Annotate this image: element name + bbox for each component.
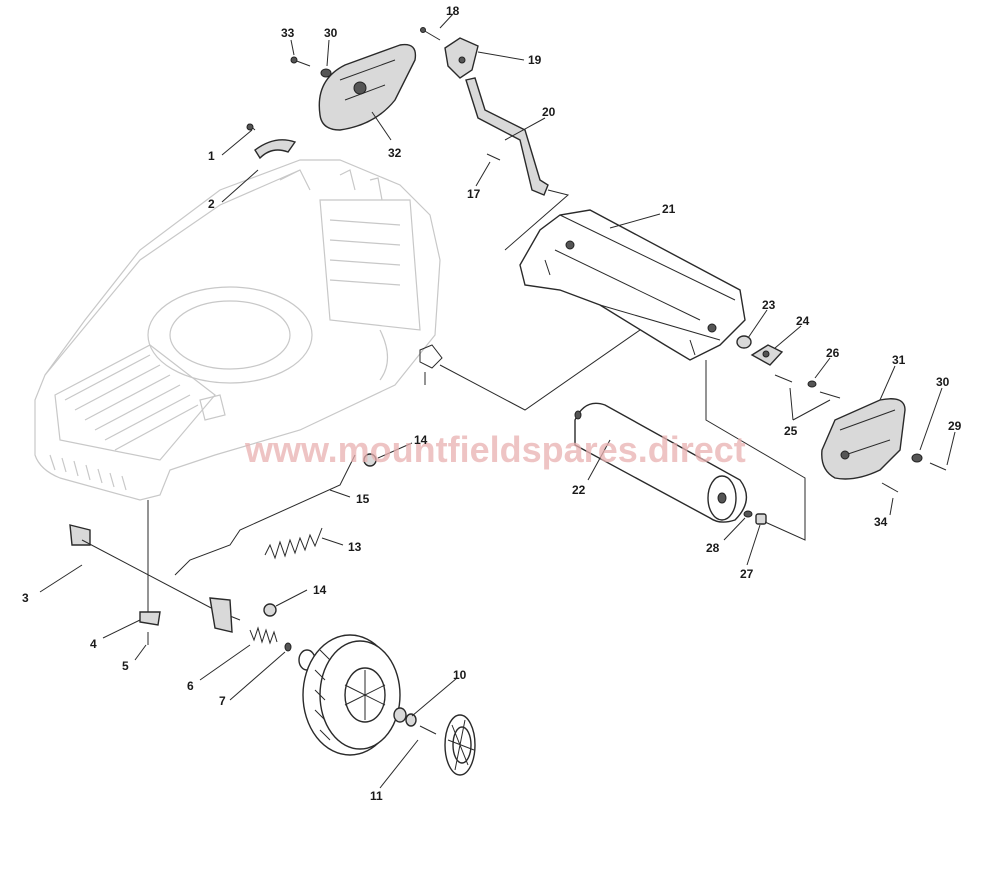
label-3: 3 xyxy=(22,591,29,605)
label-31: 31 xyxy=(892,353,906,367)
part-30-washer-b xyxy=(911,453,923,463)
part-3-front-axle xyxy=(69,524,241,633)
part-14-nut-lower xyxy=(263,603,277,617)
label-7: 7 xyxy=(219,694,226,708)
watermark-text: www.mountfieldspares.direct xyxy=(244,429,746,470)
label-30-right: 30 xyxy=(936,375,950,389)
label-28: 28 xyxy=(706,541,720,555)
label-27: 27 xyxy=(740,567,754,581)
label-34: 34 xyxy=(874,515,888,529)
part-23-bearing xyxy=(736,335,752,349)
label-11: 11 xyxy=(370,789,383,803)
leader-lines xyxy=(39,13,956,789)
part-2-handle-bracket xyxy=(246,123,297,160)
part-10-hub-nut xyxy=(393,707,417,727)
part-7-washer xyxy=(284,642,292,652)
mower-deck xyxy=(34,159,441,501)
hubcap xyxy=(444,714,476,776)
label-33: 33 xyxy=(281,26,295,40)
part-29-screw xyxy=(929,462,947,471)
part-18-screw xyxy=(420,27,441,41)
front-wheel xyxy=(298,634,401,756)
label-10: 10 xyxy=(453,668,467,682)
label-19: 19 xyxy=(528,53,542,67)
part-33-screw xyxy=(290,56,311,67)
part-15-link-rod xyxy=(174,454,356,576)
part-4-clip xyxy=(139,611,161,626)
part-34-screw xyxy=(881,482,899,493)
label-13: 13 xyxy=(348,540,362,554)
part-24-bushing xyxy=(750,344,784,366)
label-18: 18 xyxy=(446,4,460,18)
part-25-screws xyxy=(774,374,841,399)
label-4: 4 xyxy=(90,637,97,651)
label-17: 17 xyxy=(467,187,481,201)
part-number-labels: 1 2 3 4 5 6 7 10 11 13 14 14 15 17 18 19… xyxy=(22,4,962,803)
label-26: 26 xyxy=(826,346,840,360)
label-6: 6 xyxy=(187,679,194,693)
label-15: 15 xyxy=(356,492,370,506)
part-20-height-lever xyxy=(465,77,549,196)
label-1: 1 xyxy=(208,149,215,163)
part-21-roller-frame xyxy=(519,209,746,361)
part-17-screw xyxy=(486,153,501,161)
part-28-spacer xyxy=(743,510,753,518)
label-14-lower: 14 xyxy=(313,583,327,597)
part-19-lever-bracket xyxy=(444,37,479,79)
part-30-washer-a xyxy=(320,68,332,78)
part-32-rear-cover xyxy=(318,43,417,131)
part-22-roller xyxy=(574,402,748,523)
part-27-bush xyxy=(755,513,767,525)
label-22: 22 xyxy=(572,483,586,497)
assembly-guides xyxy=(419,189,806,541)
part-14-nut-upper xyxy=(363,453,377,467)
label-2: 2 xyxy=(208,197,215,211)
part-11-screw xyxy=(419,725,437,735)
label-24: 24 xyxy=(796,314,810,328)
label-29: 29 xyxy=(948,419,962,433)
label-5: 5 xyxy=(122,659,129,673)
label-14-upper: 14 xyxy=(414,433,428,447)
part-6-spring xyxy=(249,626,278,645)
label-23: 23 xyxy=(762,298,776,312)
part-31-side-cover xyxy=(821,398,906,480)
part-26-washer xyxy=(807,380,817,388)
label-21: 21 xyxy=(662,202,676,216)
label-20: 20 xyxy=(542,105,556,119)
label-32: 32 xyxy=(388,146,402,160)
part-13-spring xyxy=(264,527,323,560)
label-25: 25 xyxy=(784,424,798,438)
label-30-upper: 30 xyxy=(324,26,338,40)
